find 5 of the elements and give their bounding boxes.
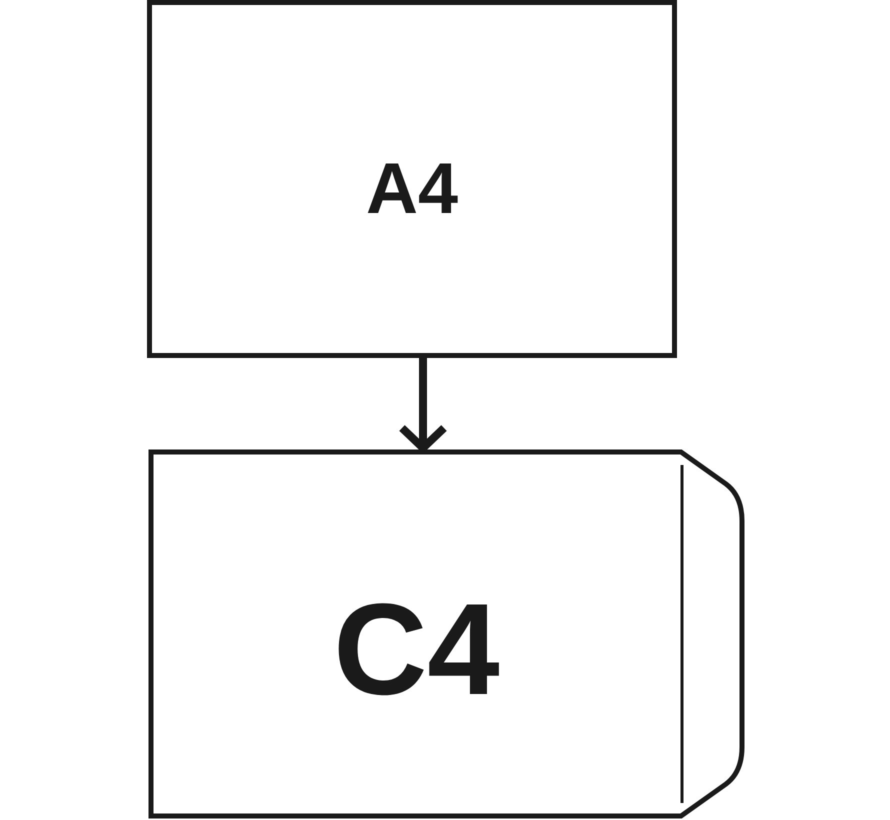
size-label: C4 — [333, 584, 500, 714]
envelope-shape — [148, 449, 745, 819]
arrow — [398, 358, 448, 452]
paper-sheet-box — [147, 0, 677, 358]
size-label: A4 — [366, 153, 458, 225]
